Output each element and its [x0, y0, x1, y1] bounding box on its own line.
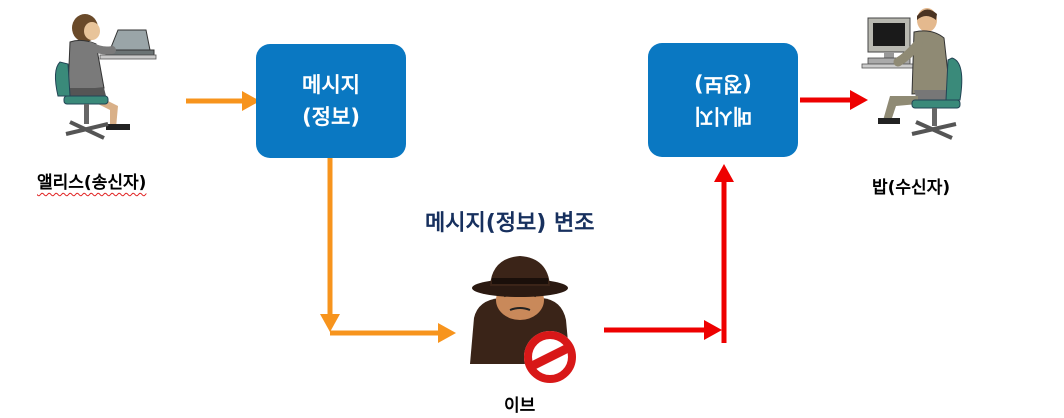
tampered-message-box: 메시지 (정보): [648, 43, 798, 157]
arrow-message-to-eve: [320, 158, 456, 343]
message-box-line2: (정보): [302, 105, 360, 129]
bob-label: 밥(수신자): [872, 178, 951, 198]
arrow-tampered-to-bob: [800, 90, 868, 110]
arrow-alice-to-message: [186, 91, 260, 111]
alice-label: 앨리스(송신자): [37, 173, 147, 193]
message-box: 메시지 (정보): [256, 44, 406, 158]
arrow-eve-to-tampered: [604, 164, 734, 343]
eve-label: 이브: [504, 396, 536, 416]
message-box-line1: 메시지: [302, 73, 360, 97]
tamper-title: 메시지(정보) 변조: [425, 211, 595, 236]
